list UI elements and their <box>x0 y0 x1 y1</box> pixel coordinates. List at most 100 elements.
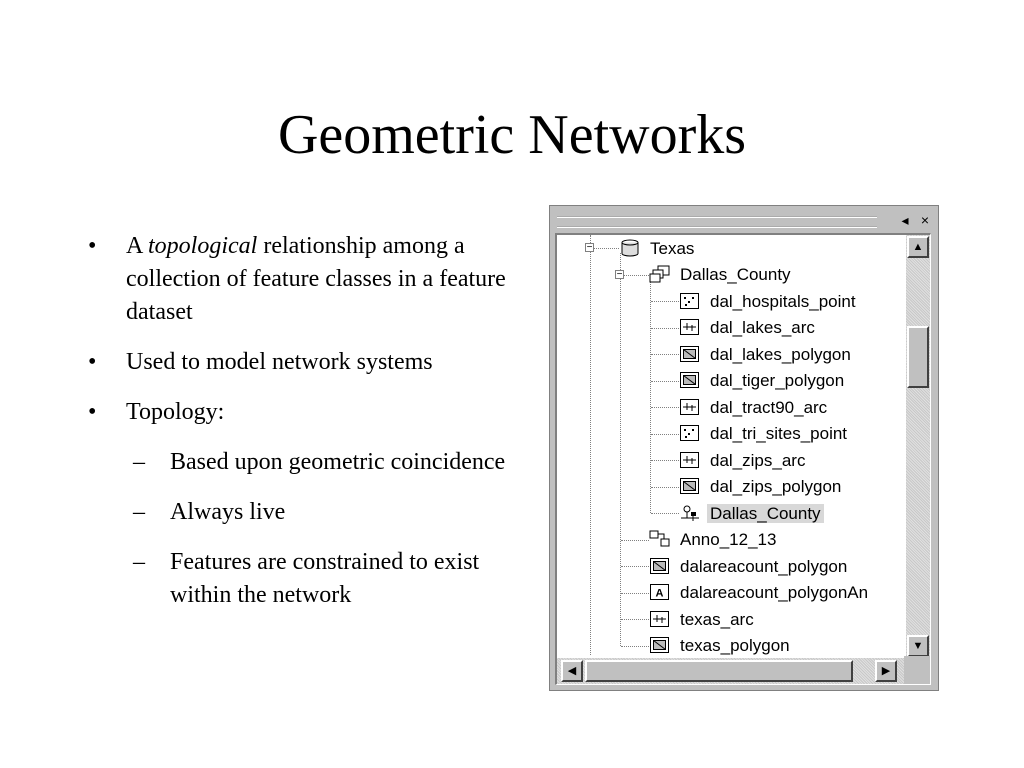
tree-connector <box>651 486 679 488</box>
scroll-right-button[interactable]: ▶ <box>875 660 897 682</box>
tree-item-label: dalareacount_polygon <box>680 556 848 576</box>
tree-item[interactable]: dal_zips_polygon <box>679 475 844 499</box>
scroll-left-button[interactable]: ◀ <box>561 660 583 682</box>
tree-item[interactable]: dal_hospitals_point <box>679 289 859 313</box>
bullet-text: Used to model network systems <box>126 349 433 375</box>
tree-connector <box>621 645 649 647</box>
tree-item-label: Anno_12_13 <box>680 530 777 550</box>
tree-item[interactable]: texas_arc <box>649 607 757 631</box>
point-feature-class-icon <box>679 292 701 310</box>
close-icon[interactable]: × <box>920 212 930 228</box>
tree-connector <box>651 407 679 408</box>
sub-bullet-item: – Based upon geometric coincidence <box>133 446 508 479</box>
drag-grip[interactable] <box>557 216 877 228</box>
catalog-tree-window: ◂ × − Texas − Dallas_County dal_hospitals_po… <box>549 205 939 691</box>
sub-bullet-text: Based upon geometric coincidence <box>170 449 506 475</box>
tree-connector <box>651 513 679 514</box>
bullet-mark: • <box>88 399 97 425</box>
collapse-toggle-icon[interactable]: − <box>585 242 594 253</box>
line-feature-class-icon <box>649 610 671 628</box>
bullet-item: • Used to model network systems <box>88 346 508 379</box>
window-title-bar[interactable]: ◂ × <box>553 209 935 231</box>
scrollbar-corner <box>904 656 930 684</box>
bullet-mark: • <box>88 349 97 375</box>
tree-item-label: dal_lakes_arc <box>710 318 815 338</box>
tree-connector <box>620 253 621 646</box>
tree-connector <box>651 354 679 355</box>
pin-icon[interactable]: ◂ <box>901 212 909 228</box>
bullet-item: • A topological relationship among a col… <box>88 230 508 329</box>
tree-connector <box>621 566 649 567</box>
svg-text:A: A <box>656 588 664 600</box>
tree-connector <box>651 380 679 382</box>
tree-item[interactable]: dal_tiger_polygon <box>679 369 847 393</box>
dash-mark: – <box>133 499 145 525</box>
tree-item-label: dalareacount_polygonAn <box>680 583 869 603</box>
tree-item-label: dal_tiger_polygon <box>710 371 845 391</box>
tree-item-label: dal_zips_arc <box>710 450 806 470</box>
polygon-feature-class-icon <box>679 371 701 389</box>
collapse-toggle-icon[interactable]: − <box>615 268 624 280</box>
bullet-list: • A topological relationship among a col… <box>88 230 508 629</box>
bullet-mark: • <box>88 233 97 259</box>
sub-bullet-text: Features are constrained to exist within… <box>170 549 480 608</box>
tree-item[interactable]: dal_zips_arc <box>679 448 808 472</box>
dash-mark: – <box>133 449 145 475</box>
tree-connector <box>590 235 591 655</box>
tree-item-label: dal_tract90_arc <box>710 397 828 417</box>
line-feature-class-icon <box>679 398 701 416</box>
bullet-text-suffix: relationship among a collection of featu… <box>126 233 506 325</box>
tree-connector <box>621 539 649 541</box>
tree-item-label: dal_zips_polygon <box>710 477 842 497</box>
tree-item[interactable]: dal_lakes_polygon <box>679 342 854 366</box>
tree-connector <box>621 619 649 620</box>
line-feature-class-icon <box>679 451 701 469</box>
tree-item[interactable]: dal_lakes_arc <box>679 316 818 340</box>
scroll-up-button[interactable]: ▲ <box>907 236 929 258</box>
point-feature-class-icon <box>679 424 701 442</box>
tree-item-label: dal_hospitals_point <box>710 291 856 311</box>
geometric-network-icon <box>679 504 701 522</box>
tree-item[interactable]: dal_tract90_arc <box>679 395 830 419</box>
line-feature-class-icon <box>679 318 701 336</box>
tree-connector <box>651 327 679 329</box>
bullet-item: • Topology: <box>88 396 508 429</box>
tree-item-label: Dallas_County <box>680 265 791 285</box>
tree-item[interactable]: Texas <box>619 236 697 260</box>
tree-item-label: texas_polygon <box>680 636 790 655</box>
vertical-scroll-thumb[interactable] <box>907 326 929 388</box>
slide-title: Geometric Networks <box>277 104 747 166</box>
tree-item[interactable]: dalareacount_polygon <box>649 554 850 578</box>
tree-item-label: texas_arc <box>680 609 754 629</box>
tree-item[interactable]: dal_tri_sites_point <box>679 422 850 446</box>
sub-bullet-text: Always live <box>170 499 286 525</box>
tree-item[interactable]: Dallas_County <box>649 263 794 287</box>
vertical-scrollbar[interactable]: ▲ ▼ <box>906 235 930 657</box>
annotation-class-icon: A <box>649 583 671 601</box>
tree-connector <box>651 460 679 461</box>
tree-connector <box>651 301 679 302</box>
sub-bullet-item: – Features are constrained to exist with… <box>133 546 508 612</box>
tree-item-label: dal_tri_sites_point <box>710 424 848 444</box>
sub-bullet-item: – Always live <box>133 496 508 529</box>
bullet-text: Topology: <box>126 399 225 425</box>
tree-item-label: Texas <box>650 238 695 258</box>
feature-dataset-icon <box>649 265 671 283</box>
tree-item-label: Dallas_County <box>707 503 824 523</box>
tree-connector <box>591 248 619 249</box>
polygon-feature-class-icon <box>679 477 701 495</box>
scroll-down-button[interactable]: ▼ <box>907 635 929 657</box>
tree-item[interactable]: texas_polygon <box>649 634 793 655</box>
dash-mark: – <box>133 549 145 575</box>
tree-item[interactable]: Anno_12_13 <box>649 528 779 552</box>
polygon-feature-class-icon <box>649 636 671 654</box>
horizontal-scroll-thumb[interactable] <box>585 660 853 682</box>
horizontal-scrollbar[interactable]: ◀ ▶ <box>557 658 907 684</box>
tree-item[interactable]: Dallas_County <box>679 501 824 525</box>
bullet-text-prefix: A <box>126 233 149 259</box>
sub-bullet-list: – Based upon geometric coincidence – Alw… <box>88 446 508 612</box>
tree-connector <box>650 280 651 513</box>
